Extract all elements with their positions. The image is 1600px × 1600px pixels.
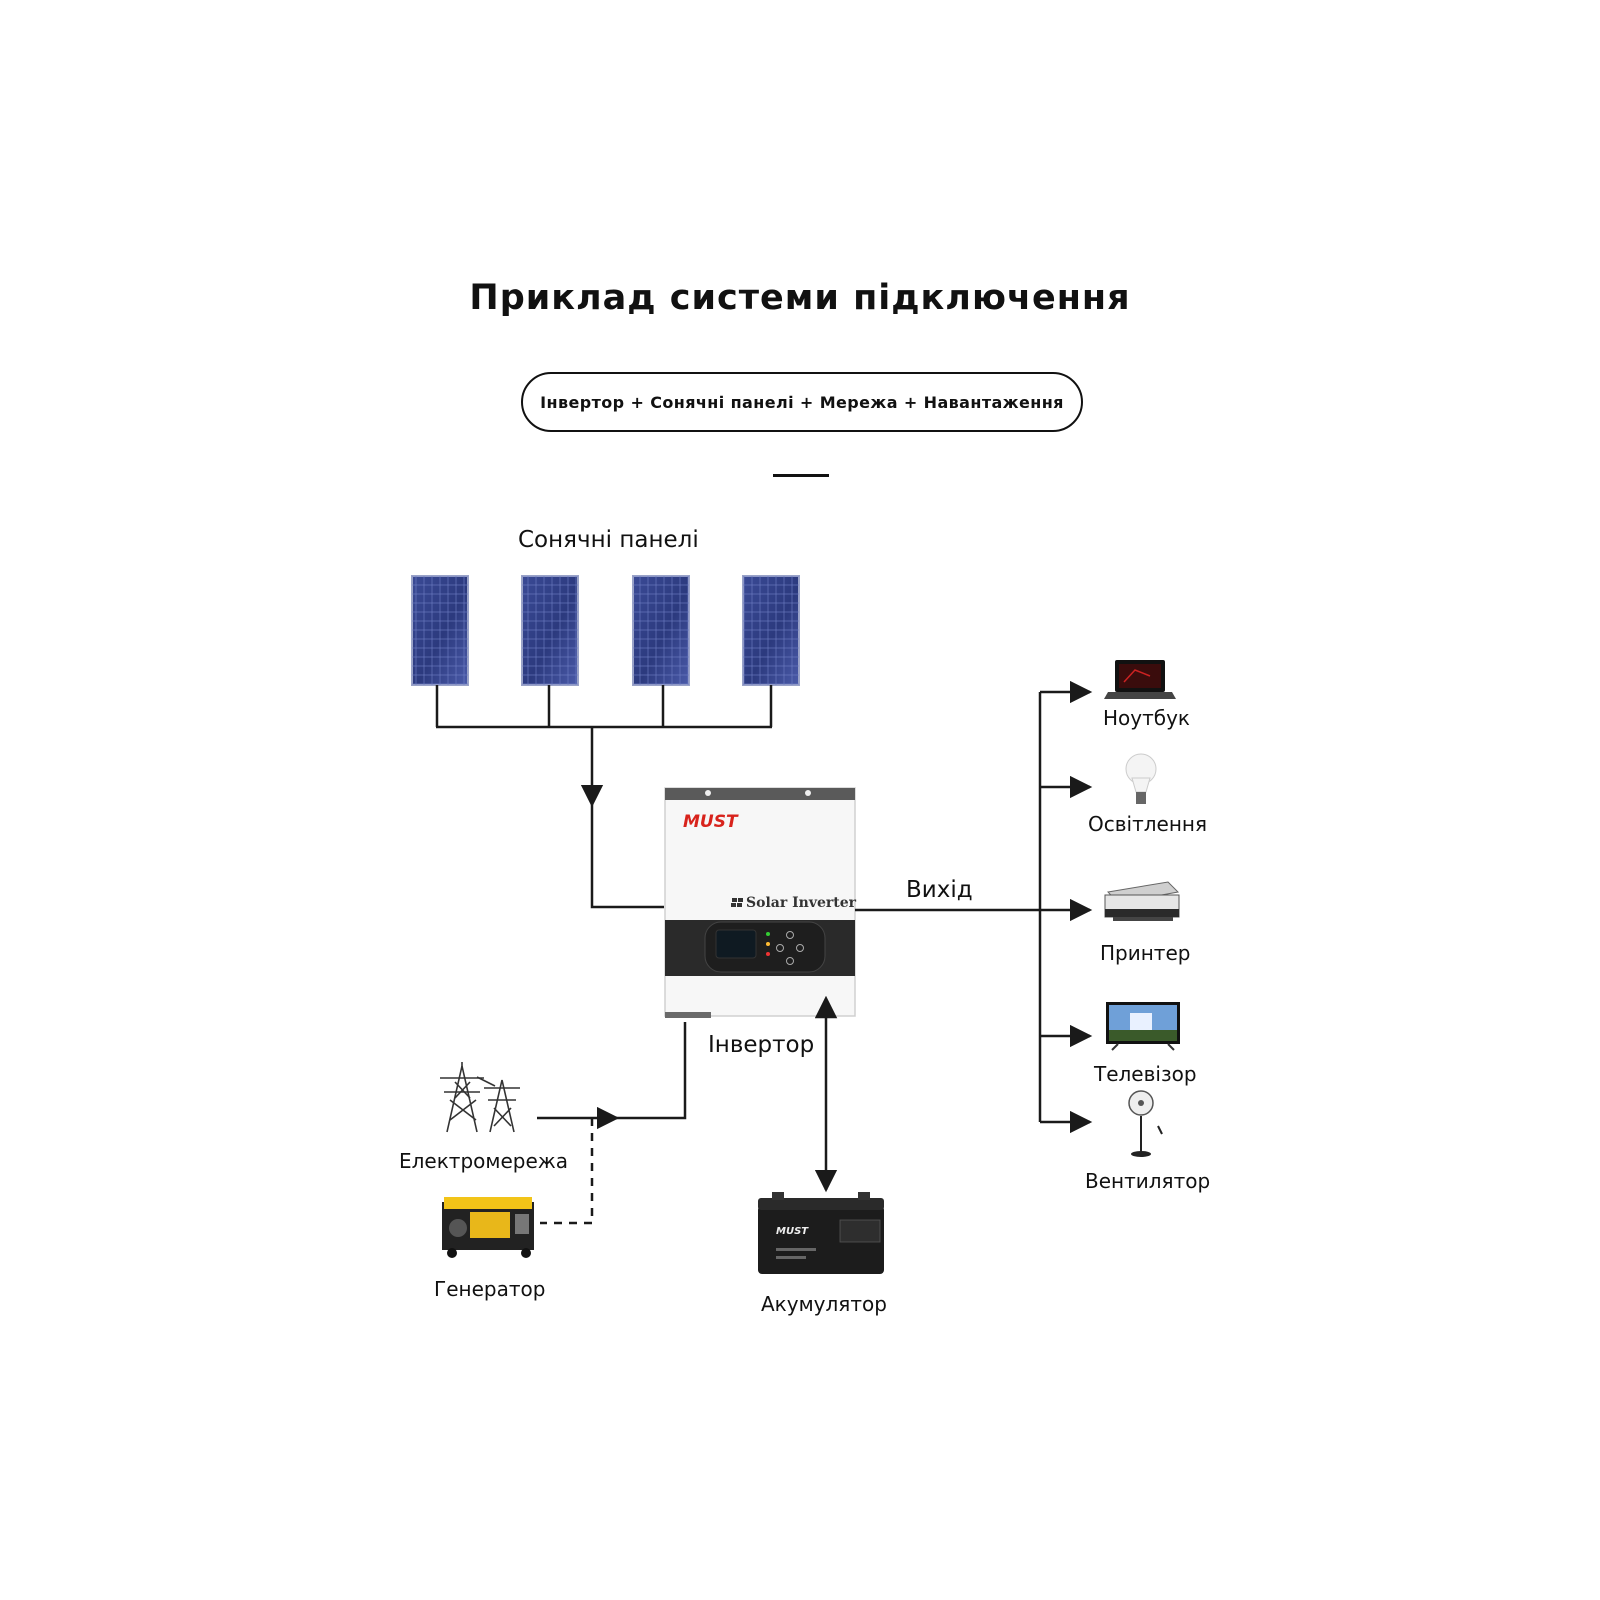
generator-icon xyxy=(442,1197,534,1258)
load-label-laptop: Ноутбук xyxy=(1103,706,1191,730)
generator-label: Генератор xyxy=(434,1277,546,1301)
solar-panel-4 xyxy=(742,575,800,686)
input-wiring xyxy=(537,995,838,1225)
load-label-printer: Принтер xyxy=(1100,941,1191,965)
light-bulb-icon xyxy=(1125,753,1157,804)
system-subtitle-badge: Інвертор + Сонячні панелі + Мережа + Нав… xyxy=(521,372,1083,432)
panel-wiring xyxy=(435,685,773,909)
output-label: Вихід xyxy=(906,877,973,903)
grid-label: Електромережа xyxy=(399,1149,569,1173)
load-label-tv: Телевізор xyxy=(1094,1062,1197,1086)
power-pylon-icon xyxy=(440,1062,520,1133)
page-title: Приклад системи підключення xyxy=(469,278,1131,318)
title-divider xyxy=(773,474,829,477)
battery-brand-logo: MUST xyxy=(776,1226,809,1237)
laptop-icon xyxy=(1104,660,1176,699)
load-label-lighting: Освітлення xyxy=(1088,812,1208,836)
solar-panel-1 xyxy=(411,575,469,686)
inverter-brand-logo: MUST xyxy=(683,812,739,832)
solar-panel-3 xyxy=(632,575,690,686)
solar-panel-array xyxy=(411,575,800,686)
fan-icon xyxy=(1128,1090,1163,1157)
inverter-label: Інвертор xyxy=(708,1032,815,1058)
solar-panel-2 xyxy=(521,575,579,686)
battery-icon: MUST xyxy=(758,1192,884,1274)
inverter-device: MUST Solar Inverter xyxy=(664,787,857,1018)
output-wiring xyxy=(855,680,1093,1134)
battery-label: Акумулятор xyxy=(761,1292,887,1316)
tv-icon xyxy=(1106,1002,1180,1051)
solar-panels-label: Сонячні панелі xyxy=(518,527,699,553)
load-label-fan: Вентилятор xyxy=(1085,1169,1211,1193)
inverter-model-text: Solar Inverter xyxy=(746,895,857,911)
printer-icon xyxy=(1104,881,1180,921)
